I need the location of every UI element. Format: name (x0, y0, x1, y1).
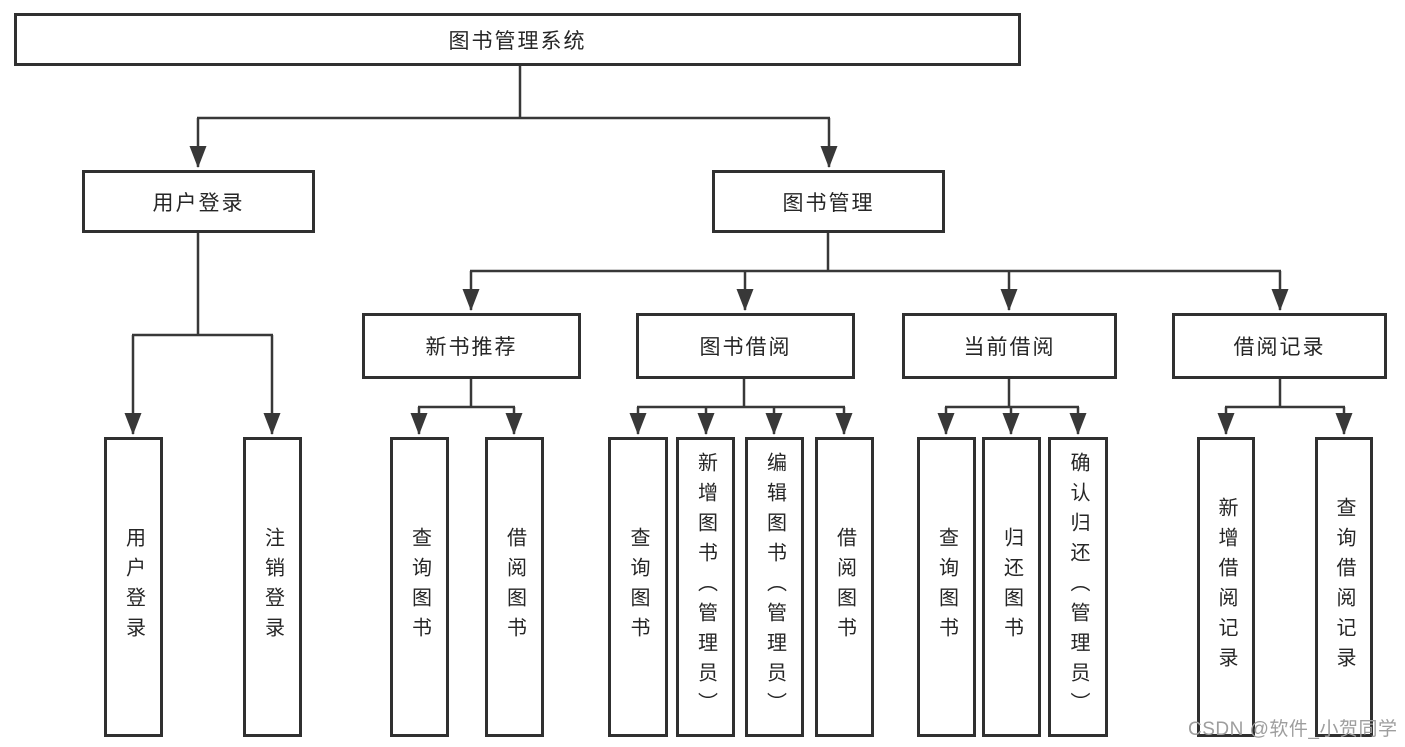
node-book-management: 图书管理 (712, 170, 945, 233)
leaf-query-books-recommend: 查询图书 (390, 437, 449, 737)
leaf-borrow-books-recommend: 借阅图书 (485, 437, 544, 737)
node-current-borrow: 当前借阅 (902, 313, 1117, 379)
leaf-query-borrow-record: 查询借阅记录 (1315, 437, 1373, 737)
node-user-login: 用户登录 (82, 170, 315, 233)
leaf-logout: 注销登录 (243, 437, 302, 737)
leaf-borrow-books-borrow: 借阅图书 (815, 437, 874, 737)
node-borrow-records-label: 借阅记录 (1233, 336, 1326, 359)
leaf-add-borrow-record: 新增借阅记录 (1197, 437, 1255, 737)
leaf-query-books-current: 查询图书 (917, 437, 976, 737)
node-user-login-label: 用户登录 (152, 191, 245, 215)
node-book-borrow-label: 图书借阅 (699, 336, 792, 359)
leaf-edit-book-admin: 编辑图书（管理员） (745, 437, 804, 737)
node-book-management-label: 图书管理 (782, 191, 875, 215)
csdn-watermark: CSDN @软件_小贺同学 (1188, 719, 1398, 740)
node-new-book-recommend: 新书推荐 (362, 313, 581, 379)
leaf-add-book-admin: 新增图书（管理员） (676, 437, 735, 737)
node-book-borrow: 图书借阅 (636, 313, 855, 379)
leaf-confirm-return-admin: 确认归还（管理员） (1048, 437, 1108, 737)
node-root-label: 图书管理系统 (448, 29, 587, 53)
leaf-user-login: 用户登录 (104, 437, 163, 737)
node-current-borrow-label: 当前借阅 (963, 336, 1056, 359)
node-borrow-records: 借阅记录 (1172, 313, 1387, 379)
node-root: 图书管理系统 (14, 13, 1021, 66)
node-new-book-recommend-label: 新书推荐 (425, 336, 518, 359)
leaf-return-book: 归还图书 (982, 437, 1041, 737)
leaf-query-books-borrow: 查询图书 (608, 437, 668, 737)
